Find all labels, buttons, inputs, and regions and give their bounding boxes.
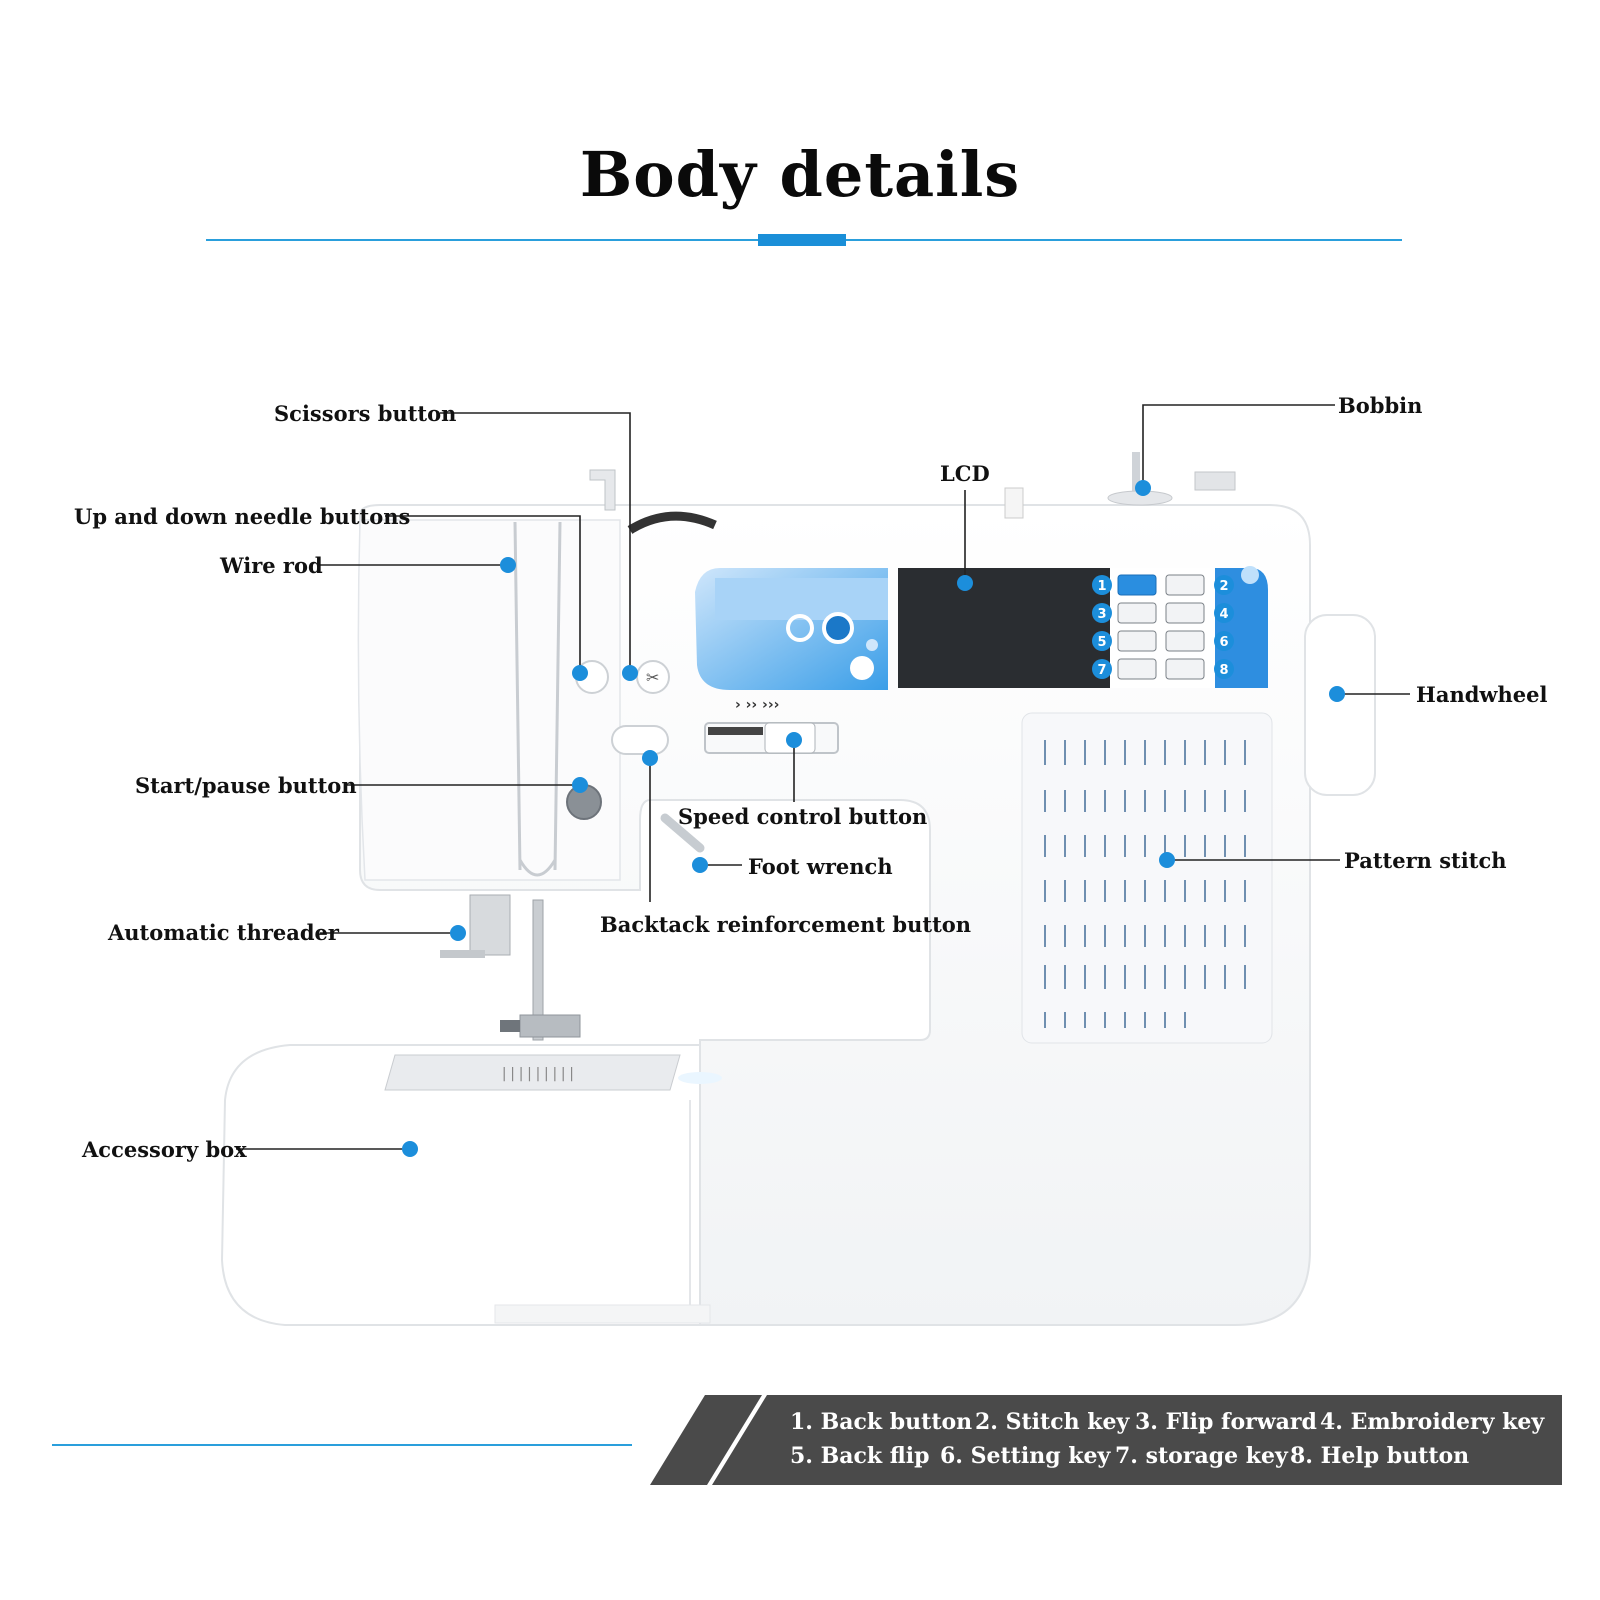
- dot-auto-threader: [450, 925, 466, 941]
- footer-divider: [52, 1444, 632, 1446]
- label-speed-control: Speed control button: [678, 804, 928, 829]
- panel-number-badges: 1 3 5 7 2 4 6 8: [1092, 575, 1234, 679]
- dot-needle-buttons: [572, 665, 588, 681]
- panel-number-4: 4: [1219, 607, 1228, 622]
- dot-handwheel: [1329, 686, 1345, 702]
- legend-item-5: 5. Back flip: [790, 1443, 930, 1469]
- dot-backtack: [642, 750, 658, 766]
- dot-pattern-stitch: [1159, 852, 1175, 868]
- svg-text:|||||||||: |||||||||: [500, 1066, 576, 1082]
- callout-dots: [402, 480, 1345, 1157]
- dot-scissors: [622, 665, 638, 681]
- label-needle-buttons: Up and down needle buttons: [74, 504, 411, 529]
- label-bobbin: Bobbin: [1338, 393, 1423, 418]
- machine-body: ||||||||| ✂: [220, 452, 1376, 1326]
- control-panel: [695, 566, 1268, 690]
- label-start-pause: Start/pause button: [135, 773, 357, 798]
- dot-speed-control: [786, 732, 802, 748]
- legend-item-1: 1. Back button: [790, 1409, 973, 1435]
- legend-row-2: 5. Back flip 6. Setting key 7. storage k…: [790, 1439, 1580, 1473]
- title-divider-accent: [758, 234, 846, 246]
- legend-item-6: 6. Setting key: [940, 1443, 1111, 1469]
- dot-bobbin: [1135, 480, 1151, 496]
- leader-bobbin: [1142, 404, 1335, 488]
- leader-lines: [236, 404, 1410, 1150]
- label-backtack: Backtack reinforcement button: [600, 912, 972, 937]
- panel-number-6: 6: [1219, 635, 1228, 650]
- dot-wire-rod: [500, 557, 516, 573]
- dot-lcd: [957, 575, 973, 591]
- panel-number-5: 5: [1097, 635, 1106, 650]
- label-accessory-box: Accessory box: [82, 1137, 247, 1162]
- stitch-pattern-chart: [1021, 712, 1273, 1044]
- panel-number-1: 1: [1097, 579, 1106, 594]
- svg-text:✂: ✂: [646, 668, 659, 687]
- legend-item-4: 4. Embroidery key: [1320, 1409, 1545, 1435]
- panel-number-7: 7: [1097, 663, 1106, 678]
- legend-item-2: 2. Stitch key: [975, 1409, 1130, 1435]
- page-title: Body details: [579, 138, 1021, 211]
- legend-banner: [650, 1395, 1562, 1485]
- dot-start-pause: [572, 777, 588, 793]
- leader-scissors: [440, 412, 631, 673]
- dot-accessory-box: [402, 1141, 418, 1157]
- legend-item-8: 8. Help button: [1290, 1443, 1470, 1469]
- label-lcd: LCD: [940, 461, 990, 486]
- leader-needle-buttons: [385, 515, 581, 673]
- sewing-machine-diagram: ||||||||| ✂: [220, 404, 1410, 1326]
- dot-foot-wrench: [692, 857, 708, 873]
- legend-item-7: 7. storage key: [1115, 1443, 1288, 1469]
- legend-item-3: 3. Flip forward: [1135, 1409, 1317, 1435]
- speed-marks: › ›› ›››: [735, 697, 779, 713]
- label-auto-threader: Automatic threader: [108, 920, 339, 945]
- label-scissors-button: Scissors button: [274, 401, 457, 426]
- panel-number-2: 2: [1219, 579, 1228, 594]
- label-handwheel: Handwheel: [1416, 682, 1548, 707]
- label-pattern-stitch: Pattern stitch: [1344, 848, 1507, 873]
- label-wire-rod: Wire rod: [220, 553, 323, 578]
- label-foot-wrench: Foot wrench: [748, 854, 893, 879]
- key-legend: 1. Back button 2. Stitch key 3. Flip for…: [790, 1405, 1580, 1473]
- legend-row-1: 1. Back button 2. Stitch key 3. Flip for…: [790, 1405, 1580, 1439]
- panel-number-3: 3: [1097, 607, 1106, 622]
- panel-number-8: 8: [1219, 663, 1228, 678]
